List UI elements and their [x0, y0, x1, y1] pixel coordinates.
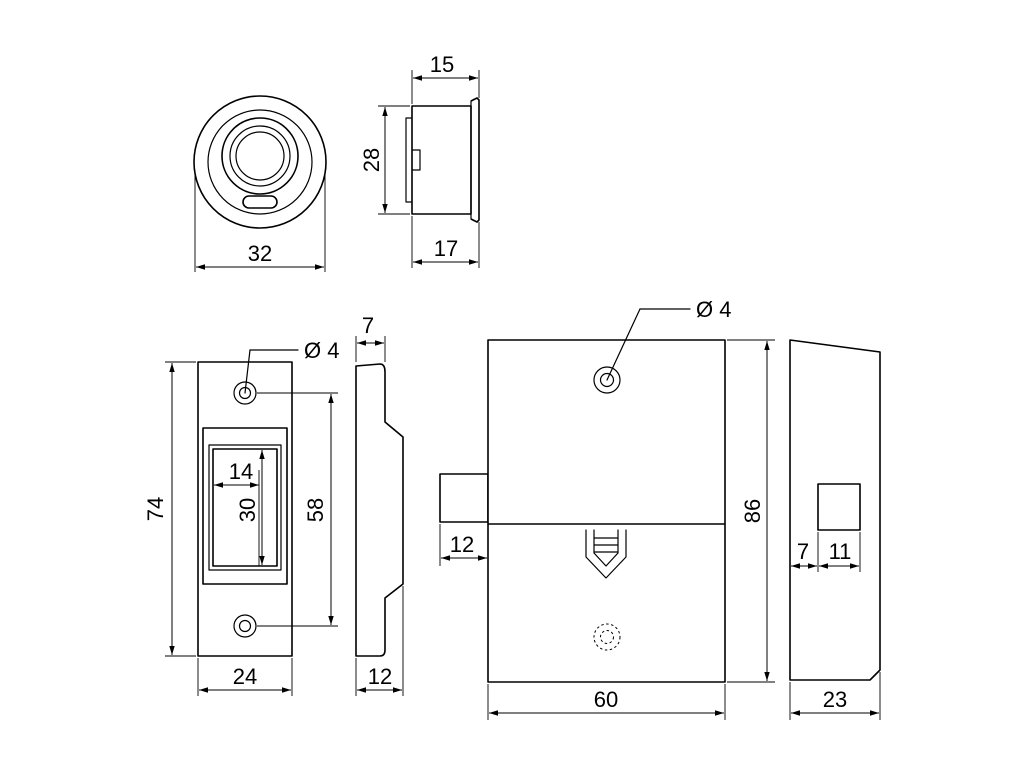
dimension-knob-depth-top: 15	[411, 52, 480, 104]
lock-body-side-view	[789, 339, 881, 681]
dimension-strike-hole-diameter: Ø 4	[244, 338, 339, 394]
label-strike-side-top: 7	[362, 313, 374, 338]
label-strike-hole-diameter: Ø 4	[304, 338, 339, 363]
label-bolt-projection: 12	[450, 532, 474, 557]
dimension-lock-height: 86	[727, 339, 775, 683]
knob-front-view	[193, 95, 327, 229]
label-strike-height: 74	[143, 497, 168, 521]
dimension-strike-side-top: 7	[355, 313, 386, 362]
label-lock-width: 60	[594, 687, 618, 712]
dimension-strike-height: 74	[143, 361, 196, 657]
knob-side-view	[405, 97, 480, 223]
dimension-strike-opening-width: 14	[214, 459, 260, 566]
strike-plate-front-view	[197, 361, 293, 657]
label-side-offset: 7	[797, 539, 809, 564]
label-strike-hole-spacing: 58	[303, 498, 328, 522]
label-strike-side-bottom: 12	[368, 664, 392, 689]
dimension-bolt-projection: 12	[439, 524, 489, 566]
label-strike-opening-height: 30	[235, 498, 260, 522]
dimension-side-slot: 11	[819, 532, 861, 572]
dimension-strike-side-bottom: 12	[355, 586, 404, 696]
label-strike-width: 24	[233, 664, 257, 689]
label-knob-depth-bottom: 17	[434, 236, 458, 261]
dimension-strike-hole-spacing: 58	[257, 392, 338, 627]
label-strike-opening-width: 14	[229, 459, 253, 484]
label-knob-diameter: 32	[248, 241, 272, 266]
dimension-strike-width: 24	[197, 658, 293, 696]
label-side-slot: 11	[829, 539, 852, 564]
strike-plate-side-view	[355, 363, 404, 657]
dimension-strike-opening-height: 30	[235, 450, 265, 565]
label-knob-depth-top: 15	[430, 52, 454, 77]
lock-body-front-view	[439, 339, 726, 683]
label-side-depth: 23	[823, 687, 847, 712]
dimension-side-offset: 7	[791, 532, 819, 572]
dimension-knob-height: 28	[359, 105, 410, 215]
dimension-lock-width: 60	[487, 684, 726, 720]
dimension-side-depth: 23	[789, 672, 881, 720]
dimension-knob-depth-bottom: 17	[411, 216, 480, 268]
label-knob-height: 28	[359, 148, 384, 172]
label-lock-height: 86	[740, 499, 765, 523]
label-lock-hole-diameter: Ø 4	[696, 297, 731, 322]
dimension-lock-hole-diameter: Ø 4	[606, 297, 731, 381]
dimension-knob-diameter: 32	[194, 172, 326, 272]
